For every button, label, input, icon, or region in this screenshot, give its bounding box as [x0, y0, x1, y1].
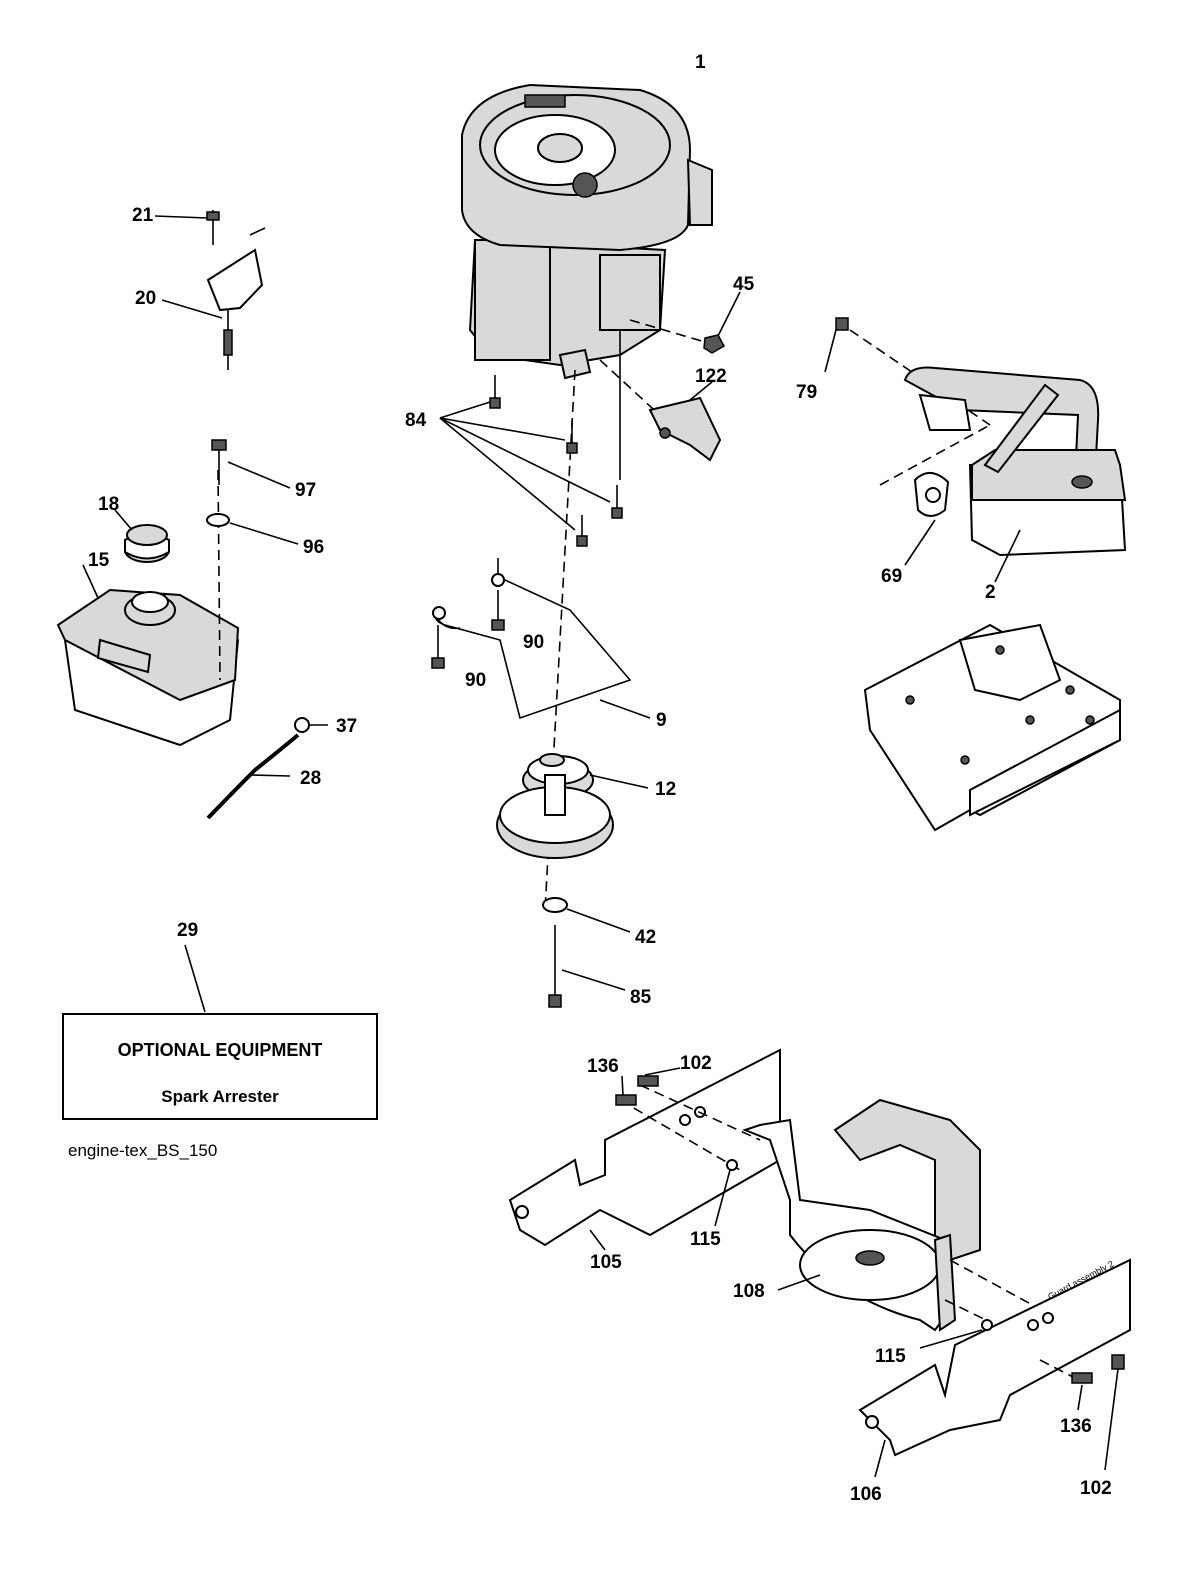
callout-84: 84: [405, 410, 427, 431]
fuel-tank-part-15: [56, 564, 240, 747]
callout-122: 122: [695, 366, 727, 387]
washer-bolt-42-85: [542, 897, 631, 1008]
pulley-part-12: [496, 753, 649, 859]
throttle-bracket-20-21: [154, 210, 266, 370]
callout-18: 18: [98, 494, 119, 515]
callout-136-upper: 136: [587, 1056, 619, 1077]
bracket-part-105: [508, 1048, 781, 1251]
callout-115-upper: 115: [690, 1229, 721, 1250]
callout-90-lower: 90: [465, 670, 486, 691]
callout-1: 1: [695, 52, 706, 73]
callout-28: 28: [300, 768, 321, 789]
callout-2: 2: [985, 582, 996, 603]
diagram-code: engine-tex_BS_150: [68, 1141, 218, 1160]
leader-29: [184, 944, 206, 1013]
callout-45: 45: [733, 274, 755, 295]
callout-106: 106: [850, 1484, 882, 1505]
callout-21: 21: [132, 205, 154, 226]
callout-42: 42: [635, 927, 656, 948]
callout-85: 85: [630, 987, 652, 1008]
engine-part-1: [461, 83, 713, 380]
guard-part-108: [742, 1098, 1061, 1332]
callout-12: 12: [655, 779, 676, 800]
deflector-part-122: [648, 381, 722, 462]
bracket-part-106: [858, 1258, 1131, 1478]
fuel-cap-part-18: [114, 509, 170, 563]
callout-labels: 1 2 9 12 15 18 20 21 28 29 37 42 45 69 7…: [88, 52, 1115, 1505]
callout-9: 9: [656, 710, 667, 731]
callout-115-lower: 115: [875, 1346, 906, 1367]
callout-69: 69: [881, 566, 902, 587]
callout-90-upper: 90: [523, 632, 544, 653]
callout-97: 97: [295, 480, 316, 501]
callout-105: 105: [590, 1252, 622, 1273]
optional-equipment-title: OPTIONAL EQUIPMENT: [117, 1040, 323, 1060]
callout-15: 15: [88, 550, 110, 571]
callout-96: 96: [303, 537, 324, 558]
callout-37: 37: [336, 716, 357, 737]
callout-20: 20: [135, 288, 156, 309]
belt-guide-part-9: [431, 558, 651, 720]
muffler-part-2: [824, 317, 1127, 583]
fuel-line-part-28: [206, 717, 328, 820]
callout-136-lower: 136: [1060, 1416, 1092, 1437]
callout-29: 29: [177, 920, 198, 941]
optional-equipment-item: Spark Arrester: [161, 1087, 279, 1106]
callout-102-upper: 102: [680, 1053, 712, 1074]
callout-102-lower: 102: [1080, 1478, 1112, 1499]
engine-mount-plate: [863, 623, 1121, 832]
nut-part-45: [629, 291, 741, 354]
callout-108: 108: [733, 1281, 765, 1302]
callout-79: 79: [796, 382, 817, 403]
screw-washer-97-96: [206, 439, 299, 681]
optional-equipment-box: OPTIONAL EQUIPMENT Spark Arrester: [62, 1013, 378, 1120]
